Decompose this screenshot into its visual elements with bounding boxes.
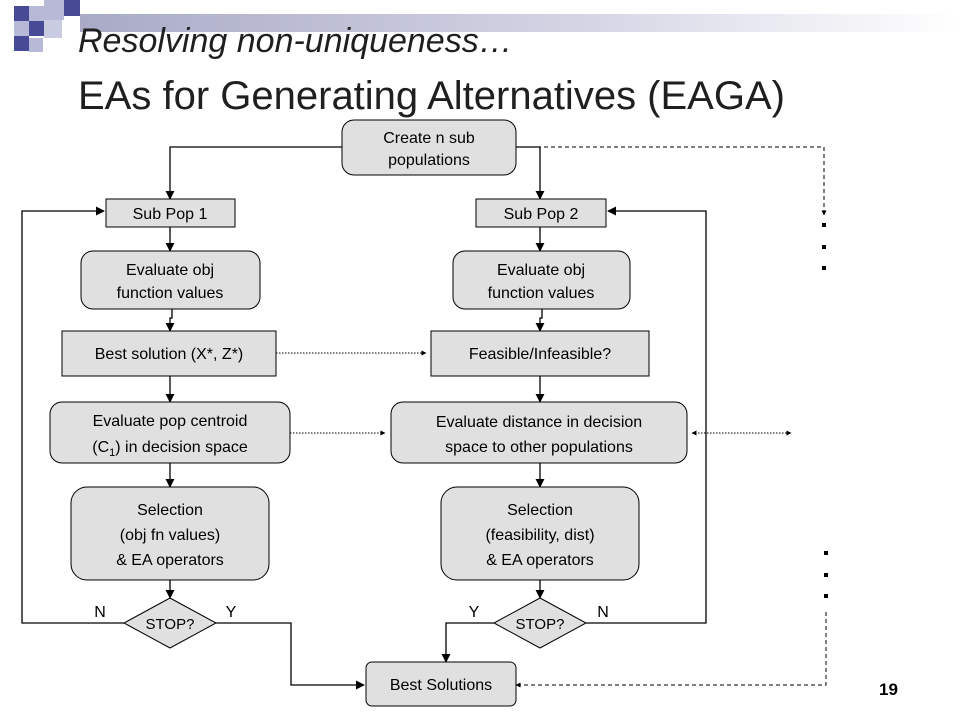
label-stop1-no: N [94,604,106,621]
svg-text:(obj fn values): (obj fn values) [120,527,221,544]
page-number: 19 [879,680,898,699]
slide-title-line2: EAs for Generating Alternatives (EAGA) [78,74,785,118]
svg-text:Evaluate obj: Evaluate obj [497,262,585,279]
node-selection-2: Selection (feasibility, dist) & EA opera… [440,486,640,581]
ellipsis-dot [822,245,826,249]
svg-text:STOP?: STOP? [146,616,195,633]
node-best-solution: Best solution (X*, Z*) [61,330,277,377]
svg-text:Selection: Selection [137,502,203,519]
more-subpops-ellipsis-top [822,223,826,270]
label-stop1-yes: Y [226,604,237,621]
decor-square-1 [14,6,29,21]
decor-square-3 [44,0,64,20]
slide-title-line1: Resolving non-uniqueness… [78,22,513,60]
edge-more-subpops-to-best-dashed [515,612,827,688]
ellipsis-dot [824,551,828,555]
svg-text:Create n sub: Create n sub [383,130,475,147]
svg-text:(feasibility, dist): (feasibility, dist) [485,527,594,544]
svg-text:& EA operators: & EA operators [486,552,594,569]
edge-stop1-no-loop [21,206,124,624]
node-selection-1: Selection (obj fn values) & EA operators [70,486,270,581]
ellipsis-dot [824,573,828,577]
svg-text:function values: function values [117,285,224,302]
ellipsis-dot [822,223,826,227]
svg-text:function values: function values [488,285,595,302]
ellipsis-dot [822,266,826,270]
node-evaluate-obj-2: Evaluate obj function values [452,250,631,310]
node-stop-2: STOP? [492,597,588,649]
edge-stop2-yes-to-best [441,622,494,663]
dashed-connectors [515,146,827,688]
decor-square-7 [44,20,62,38]
svg-text:(C1) in decision space: (C1) in decision space [92,439,248,459]
node-subpop2: Sub Pop 2 [475,198,607,228]
decor-square-6 [29,21,44,36]
label-stop2-no: N [597,604,609,621]
svg-text:& EA operators: & EA operators [116,552,224,569]
svg-text:Evaluate obj: Evaluate obj [126,262,214,279]
node-stop-1: STOP? [122,597,218,649]
edge-eval1-to-best [165,309,175,332]
title-gradient-bar [80,14,960,32]
node-create-subpopulations: Create n sub populations [341,119,517,176]
svg-text:STOP?: STOP? [516,616,565,633]
svg-text:Selection: Selection [507,502,573,519]
ellipsis-dot [824,594,828,598]
edge-eval2-to-feasible [535,309,545,332]
decor-square-8 [14,36,29,51]
edge-stop2-no-loop [586,206,707,624]
connectors [21,146,707,690]
label-stop2-yes: Y [469,604,480,621]
svg-text:Feasible/Infeasible?: Feasible/Infeasible? [469,346,611,363]
node-best-solutions: Best Solutions [365,661,517,707]
svg-text:Evaluate distance in decision: Evaluate distance in decision [436,414,642,431]
dotted-connectors [276,350,792,436]
node-feasible-infeasible: Feasible/Infeasible? [430,330,650,377]
node-subpop1: Sub Pop 1 [105,198,236,228]
node-evaluate-obj-1: Evaluate obj function values [80,250,261,310]
svg-text:Sub Pop 1: Sub Pop 1 [133,206,208,223]
svg-text:Best solution (X*, Z*): Best solution (X*, Z*) [95,346,244,363]
decor-square-2 [29,6,44,21]
svg-text:Best Solutions: Best Solutions [390,677,492,694]
svg-text:Evaluate pop centroid: Evaluate pop centroid [93,413,248,430]
decor-square-9 [29,38,43,52]
svg-text:populations: populations [388,152,470,169]
node-evaluate-distance: Evaluate distance in decision space to o… [390,401,688,464]
decor-square-5 [14,21,29,36]
edge-create-to-subpop1 [165,146,342,200]
more-subpops-ellipsis-bottom [824,551,828,598]
node-evaluate-centroid: Evaluate pop centroid (C1) in decision s… [49,401,291,464]
svg-text:space to other populations: space to other populations [445,439,633,456]
edge-stop1-yes-to-best [216,622,365,690]
decor-square-4 [64,0,80,16]
edge-create-to-more-subpops-dashed [516,146,827,216]
edge-create-to-subpop2 [516,146,545,200]
svg-text:Sub Pop 2: Sub Pop 2 [504,206,579,223]
